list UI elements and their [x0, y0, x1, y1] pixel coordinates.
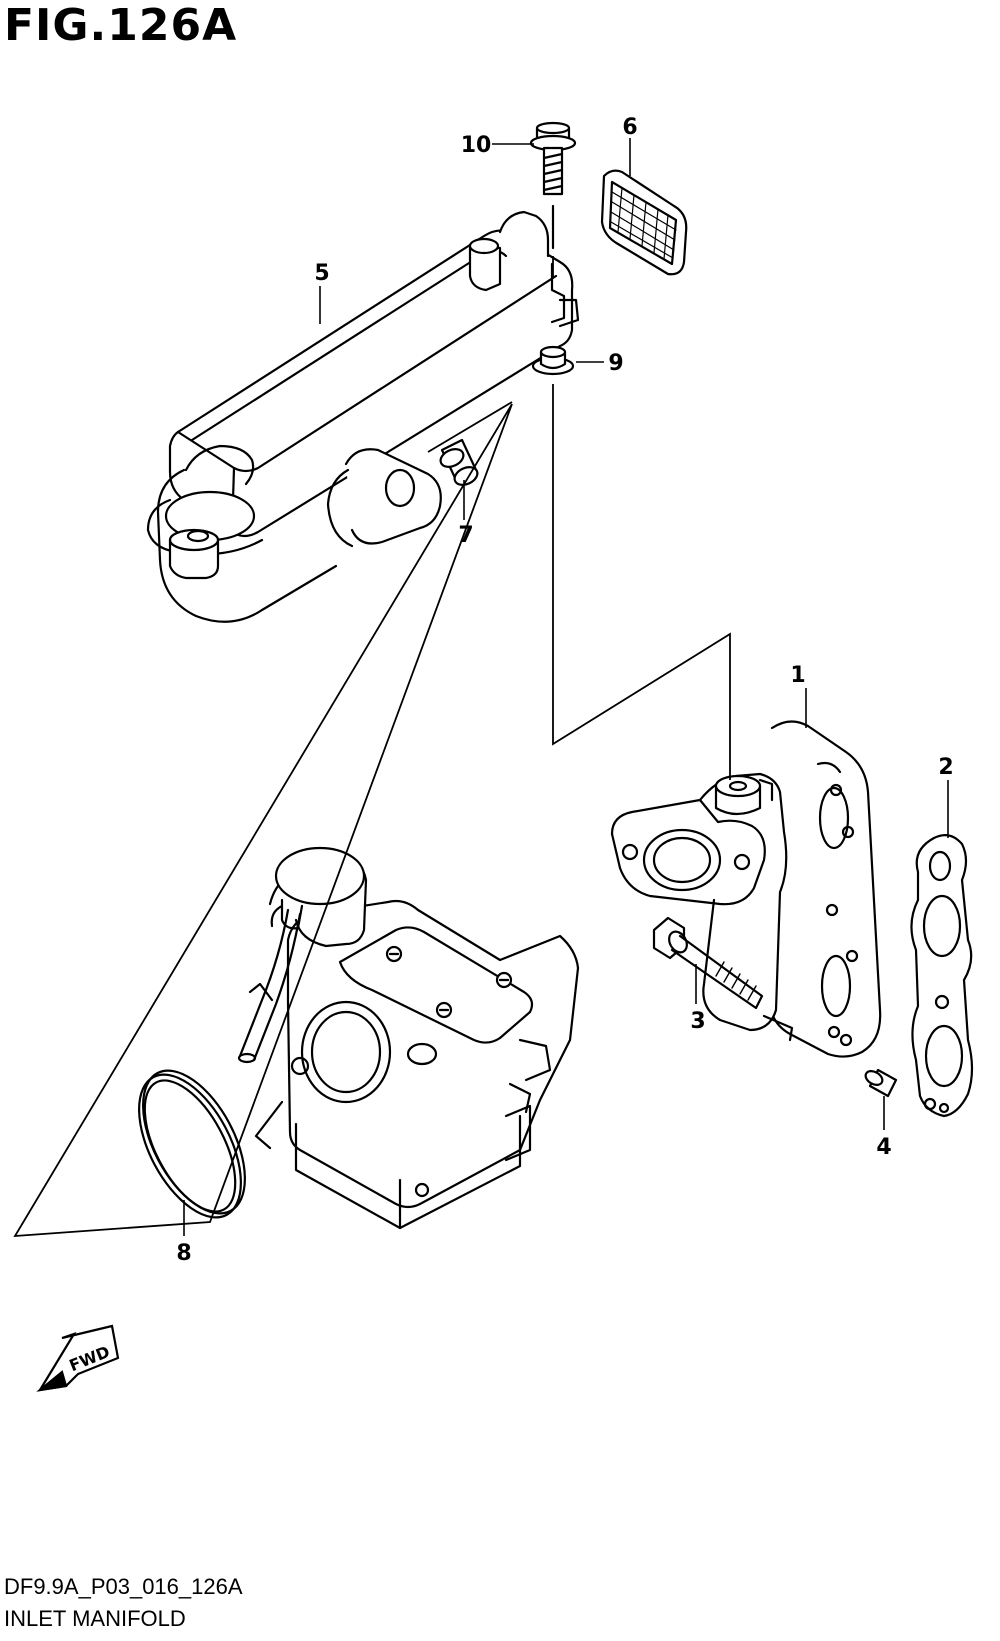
callout-3: 3	[690, 1009, 705, 1034]
callout-leaders	[183, 138, 949, 1236]
callout-1: 1	[790, 663, 805, 688]
manifold-gasket-part	[910, 833, 974, 1118]
callout-2: 2	[938, 755, 953, 780]
callout-10: 10	[461, 133, 492, 158]
callout-8: 8	[176, 1241, 191, 1266]
dowel-pin-part	[864, 1068, 898, 1098]
callout-7: 7	[458, 523, 473, 548]
carburetor-part	[237, 846, 580, 1230]
grommet-part	[439, 438, 479, 486]
figure-code: DF9.9A_P03_016_126A	[4, 1574, 243, 1599]
silencer-screen-part	[600, 169, 688, 276]
intake-silencer-part	[146, 210, 580, 623]
inlet-manifold-part	[610, 720, 882, 1058]
manifold-bolt-part	[652, 916, 764, 1010]
flange-bolt-part	[529, 121, 577, 250]
callout-4: 4	[876, 1135, 891, 1160]
callout-6: 6	[622, 115, 637, 140]
figure-title: FIG.126A	[4, 0, 238, 51]
cushion-part	[531, 345, 575, 376]
o-ring-part	[138, 1069, 246, 1219]
figure-name: INLET MANIFOLD	[4, 1606, 186, 1631]
guide-lines	[13, 256, 731, 1238]
fwd-arrow	[36, 1324, 120, 1392]
callout-5: 5	[314, 261, 329, 286]
callout-9: 9	[608, 351, 623, 376]
